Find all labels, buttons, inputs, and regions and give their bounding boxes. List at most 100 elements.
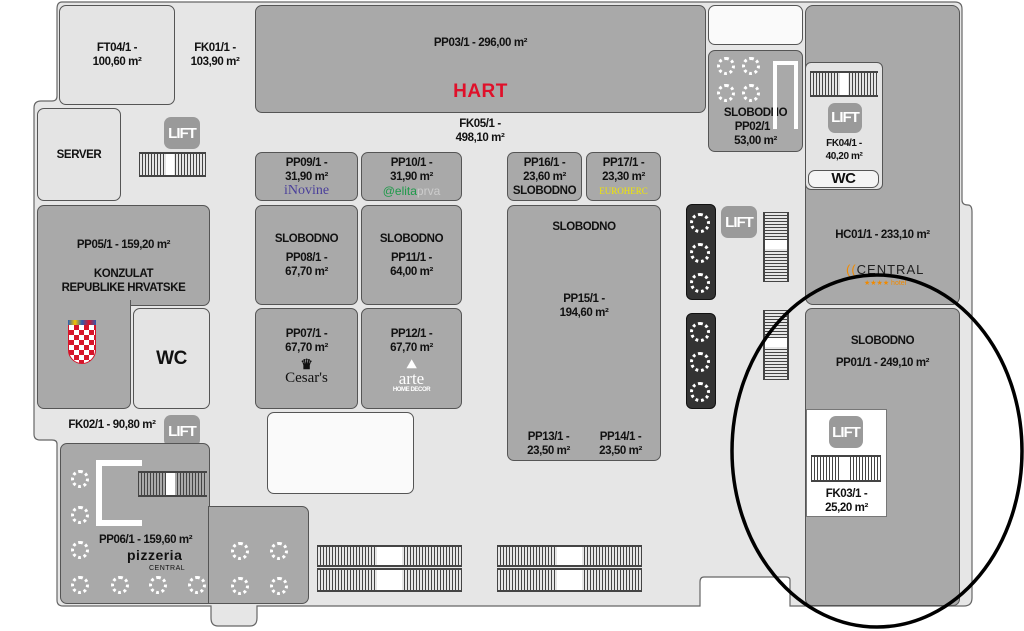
room-fk04[interactable]: LIFT FK04/1 - 40,20 m² WC — [805, 62, 883, 190]
room-fk03-label: FK03/1 - 25,20 m² — [807, 487, 886, 515]
room-code: PP02/1 - — [734, 121, 777, 133]
room-pp09[interactable]: PP09/1 - 31,90 m² iNovine — [255, 152, 358, 201]
table-icon — [690, 273, 710, 293]
room-area: 53,00 m² — [734, 135, 777, 147]
table-icon — [690, 243, 710, 263]
table-icon — [742, 57, 760, 75]
seating-column — [686, 313, 716, 409]
room-code: PP03/1 - 296,00 m² — [433, 37, 528, 49]
table-icon — [690, 352, 710, 372]
table-icon — [742, 84, 760, 102]
table-icon — [690, 213, 710, 233]
table-icon — [690, 322, 710, 342]
escalator-icon — [763, 212, 789, 282]
table-icon — [231, 542, 249, 560]
table-icon — [188, 576, 206, 594]
lift-icon: LIFT — [829, 416, 863, 448]
table-icon — [71, 506, 89, 524]
room-code: PP16/1 - — [523, 156, 566, 169]
tenant-logo: arte — [398, 369, 425, 388]
room-pp03[interactable]: PP03/1 - 296,00 m² HART — [255, 5, 706, 113]
room-server[interactable]: SERVER — [37, 108, 121, 201]
room-area: 498,10 m² — [455, 132, 505, 144]
table-icon — [717, 57, 735, 75]
room-fk01: FK01/1 - 103,90 m² — [180, 41, 250, 69]
room-pp05-lower — [37, 300, 131, 409]
room-area: 194,60 m² — [559, 307, 609, 319]
lift-icon: LIFT — [164, 415, 200, 447]
escalator-icon — [810, 71, 878, 97]
room-area: 103,90 m² — [190, 56, 240, 68]
escalator-icon — [138, 471, 207, 497]
escalator-icon — [811, 455, 881, 482]
escalator-icon — [763, 310, 789, 380]
lift-icon: LIFT — [164, 117, 200, 149]
room-code: PP13/1 - — [527, 431, 570, 443]
room-pp07[interactable]: PP07/1 - 67,70 m² ♛ Cesar's — [255, 308, 358, 409]
room-code: FK04/1 - — [826, 138, 862, 149]
wc-fk04: WC — [808, 170, 879, 188]
room-pp05[interactable]: PP05/1 - 159,20 m² KONZULAT REPUBLIKE HR… — [37, 205, 210, 306]
room-area: 31,90 m² — [285, 170, 328, 183]
room-code: PP15/1 - — [563, 293, 605, 305]
table-icon — [231, 577, 249, 595]
room-pp08[interactable]: SLOBODNO PP08/1 - 67,70 m² — [255, 205, 358, 305]
room-ft04[interactable]: FT04/1 - 100,60 m² — [59, 5, 175, 105]
tenant-logo-pizzeria: pizzeria — [127, 547, 183, 563]
room-code: PP07/1 - — [285, 328, 328, 340]
room-pp14[interactable]: PP14/1 - 23,50 m² — [588, 430, 653, 458]
room-pp16[interactable]: PP16/1 - 23,60 m² SLOBODNO — [507, 152, 582, 201]
room-code: PP12/1 - — [390, 328, 433, 340]
room-pp10[interactable]: PP10/1 - 31,90 m² @elitaprva — [361, 152, 462, 201]
tenant-name: @elita — [382, 183, 417, 198]
room-code: FT04/1 - — [96, 42, 138, 54]
table-icon — [111, 576, 129, 594]
room-pp11[interactable]: SLOBODNO PP11/1 - 64,00 m² — [361, 205, 462, 305]
room-pp15[interactable]: SLOBODNO PP15/1 - 194,60 m² PP13/1 - 23,… — [507, 205, 661, 461]
room-label: WC — [156, 347, 187, 369]
tenant-subtitle: ★★★★ hotel — [864, 280, 907, 287]
croatian-coat-of-arms-icon — [68, 324, 96, 364]
room-status: SLOBODNO — [723, 107, 788, 119]
table-icon — [71, 576, 89, 594]
room-fk03[interactable]: LIFT FK03/1 - 25,20 m² — [806, 409, 887, 517]
room-area: 23,30 m² — [602, 170, 645, 183]
tenant-name: KONZULAT — [93, 268, 154, 280]
room-status: SLOBODNO — [379, 232, 444, 245]
room-code: FK03/1 - — [825, 488, 868, 500]
lift-icon: LIFT — [721, 206, 757, 238]
room-status: SLOBODNO — [552, 221, 616, 233]
room-code: PP05/1 - 159,20 m² — [76, 239, 171, 251]
lift-icon: LIFT — [828, 103, 862, 133]
tenant-subtitle: HOME DECOR — [392, 387, 431, 393]
crown-icon — [68, 320, 96, 325]
tenant-name: REPUBLIKE HRVATSKE — [61, 282, 186, 294]
room-fk05: FK05/1 - 498,10 m² — [430, 117, 530, 145]
room-pp12[interactable]: PP12/1 - 67,70 m² ⛰ arte HOME DECOR — [361, 308, 462, 409]
table-icon — [717, 84, 735, 102]
room-status: SLOBODNO — [274, 232, 339, 245]
room-pp06[interactable]: PP06/1 - 159,60 m² pizzeria CENTRAL — [60, 443, 210, 604]
escalator-icon — [497, 545, 642, 567]
room-blank-top — [708, 5, 803, 45]
room-code: FK01/1 - — [194, 42, 236, 54]
escalator-icon — [497, 568, 642, 592]
room-pp02[interactable]: SLOBODNO PP02/1 - 53,00 m² — [708, 50, 803, 152]
room-code: PP09/1 - — [285, 156, 328, 169]
tenant-logo: iNovine — [283, 182, 330, 198]
mountain-icon: ⛰ — [406, 357, 417, 371]
counter-icon — [773, 61, 798, 129]
escalator-icon — [139, 152, 206, 177]
tenant-logo-hart: HART — [453, 81, 508, 102]
room-code: PP14/1 - — [599, 431, 642, 443]
room-pp13[interactable]: PP13/1 - 23,50 m² — [516, 430, 581, 458]
seating-column — [686, 204, 716, 300]
room-pp17[interactable]: PP17/1 - 23,30 m² EUROHERC — [586, 152, 661, 201]
room-area: 23,50 m² — [599, 445, 642, 457]
tenant-name-suffix: prva — [416, 183, 441, 198]
table-icon — [690, 382, 710, 402]
wc-left[interactable]: WC — [133, 308, 210, 409]
room-area: 64,00 m² — [390, 265, 433, 278]
tenant-logo: Cesar's — [285, 370, 328, 386]
room-area: 100,60 m² — [92, 56, 142, 68]
